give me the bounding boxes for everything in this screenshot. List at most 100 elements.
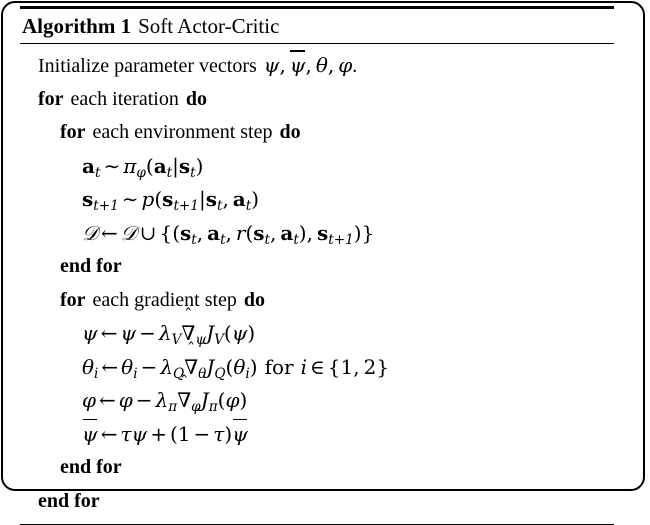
symbol-psi: ψ <box>263 53 280 77</box>
comma: , <box>306 220 313 245</box>
algorithm-top-rule <box>20 6 614 9</box>
symbol-replay-buffer: 𝒟 <box>82 220 98 245</box>
algorithm-line-end-for-gradient: end for <box>20 451 614 485</box>
symbol-replay-buffer: 𝒟 <box>120 220 137 245</box>
subscript-t: t <box>166 164 173 181</box>
comma: , <box>225 220 232 245</box>
symbol-J: J <box>206 354 215 379</box>
subscript-t-plus-1: t+1 <box>173 197 199 214</box>
algorithm-line-sample-action: at∼πφ(at|st) <box>82 153 204 181</box>
subscript-V: V <box>214 331 224 348</box>
subscript-theta: θ <box>198 365 207 382</box>
subscript-t-plus-1: t+1 <box>328 231 354 248</box>
symbol-theta: θ <box>233 354 246 379</box>
operator-plus: + <box>150 421 167 446</box>
value-one: 1 <box>340 354 354 379</box>
operator-leftarrow: ← <box>100 321 118 345</box>
keyword-end-for: end for <box>60 255 122 277</box>
subscript-Q: Q <box>173 365 185 382</box>
vector-s: s <box>178 153 191 178</box>
symbol-reward: r <box>235 220 246 245</box>
init-symbols: ψ,ψ,θ,φ <box>263 50 353 77</box>
overbar-icon <box>82 418 98 421</box>
comma: , <box>222 187 229 211</box>
symbol-lambda: λ <box>155 388 169 412</box>
symbol-theta: θ <box>82 354 95 379</box>
comma: , <box>353 354 360 379</box>
for-gradient-step-text: each gradient step <box>92 288 237 311</box>
subscript-pi: π <box>168 398 178 415</box>
symbol-tau: τ <box>120 421 132 446</box>
subscript-i: i <box>133 365 138 382</box>
symbol-nabla: ∇ <box>184 354 199 379</box>
symbol-psi: ψ <box>120 321 137 345</box>
operator-in: ∈ <box>309 354 325 379</box>
subscript-i: i <box>245 365 250 382</box>
init-text: Initialize parameter vectors <box>38 55 257 77</box>
subscript-t: t <box>245 197 252 214</box>
symbol-pi: π <box>123 153 137 178</box>
symbol-theta: θ <box>121 354 134 379</box>
symbol-nabla: ∇ <box>181 321 196 345</box>
comma: , <box>196 220 204 245</box>
operator-leftarrow: ← <box>101 354 119 379</box>
value-one: 1 <box>177 421 191 446</box>
symbol-psi: ψ <box>231 321 248 345</box>
symbol-phi: φ <box>338 53 353 77</box>
vector-s: s <box>253 220 265 245</box>
algorithm-header-rule <box>20 43 614 44</box>
for-all-text: for <box>264 354 294 379</box>
operator-minus: − <box>140 354 158 379</box>
algorithm-line-end-for-env: end for <box>20 250 614 284</box>
keyword-for: for <box>38 87 64 110</box>
subscript-t: t <box>220 231 226 248</box>
subscript-t: t <box>94 164 101 181</box>
comma-3: , <box>327 53 335 77</box>
comma-1: , <box>279 53 286 77</box>
keyword-end-for: end for <box>60 456 122 478</box>
comma-2: , <box>305 53 312 77</box>
vector-a: a <box>82 153 95 178</box>
algorithm-line-for-gradient-step: for each gradient step do <box>20 284 614 318</box>
algorithm-number-label: Algorithm 1 <box>22 14 132 38</box>
algorithm-line-for-iteration: for each iteration do <box>20 83 614 117</box>
vector-a: a <box>207 220 221 245</box>
symbol-J: J <box>206 321 215 345</box>
for-iteration-text: each iteration <box>70 87 179 110</box>
operator-leftarrow: ← <box>100 421 118 446</box>
value-two: 2 <box>363 354 377 379</box>
for-env-step-text: each environment step <box>92 121 273 143</box>
subscript-pi: π <box>208 398 218 415</box>
keyword-for: for <box>60 288 86 311</box>
symbol-lambda: λ <box>158 321 172 345</box>
symbol-psi: ψ <box>131 421 148 446</box>
vector-s: s <box>82 187 94 211</box>
symbol-psi-bar: ψ <box>232 418 248 452</box>
symbol-index-i: i <box>300 354 307 379</box>
symbol-psi: ψ <box>82 321 98 345</box>
vector-s: s <box>205 187 217 211</box>
vector-s: s <box>162 187 174 211</box>
algorithm-line-append-buffer: 𝒟←𝒟∪{(st,at,r(st,at),st+1)} <box>82 220 375 248</box>
hat-icon: ˆ <box>186 339 196 360</box>
subscript-psi: ψ <box>195 331 207 348</box>
vector-a: a <box>280 220 294 245</box>
keyword-do: do <box>243 288 266 311</box>
subscript-theta-i: θ <box>198 365 206 381</box>
subscript-i: i <box>94 365 99 382</box>
operator-sim: ∼ <box>103 153 121 178</box>
vector-s: s <box>180 220 192 245</box>
keyword-do: do <box>185 87 207 110</box>
algorithm-name-label: Soft Actor-Critic <box>138 14 280 38</box>
subscript-t: t <box>293 231 299 248</box>
symbol-psi-bar: ψ <box>82 418 98 452</box>
operator-leftarrow: ← <box>99 388 116 412</box>
subscript-V: V <box>171 331 182 348</box>
subscript-t-plus-1: t+1 <box>93 197 119 214</box>
subscript-t: t <box>216 197 223 214</box>
hat-icon: ˆ <box>179 373 189 394</box>
